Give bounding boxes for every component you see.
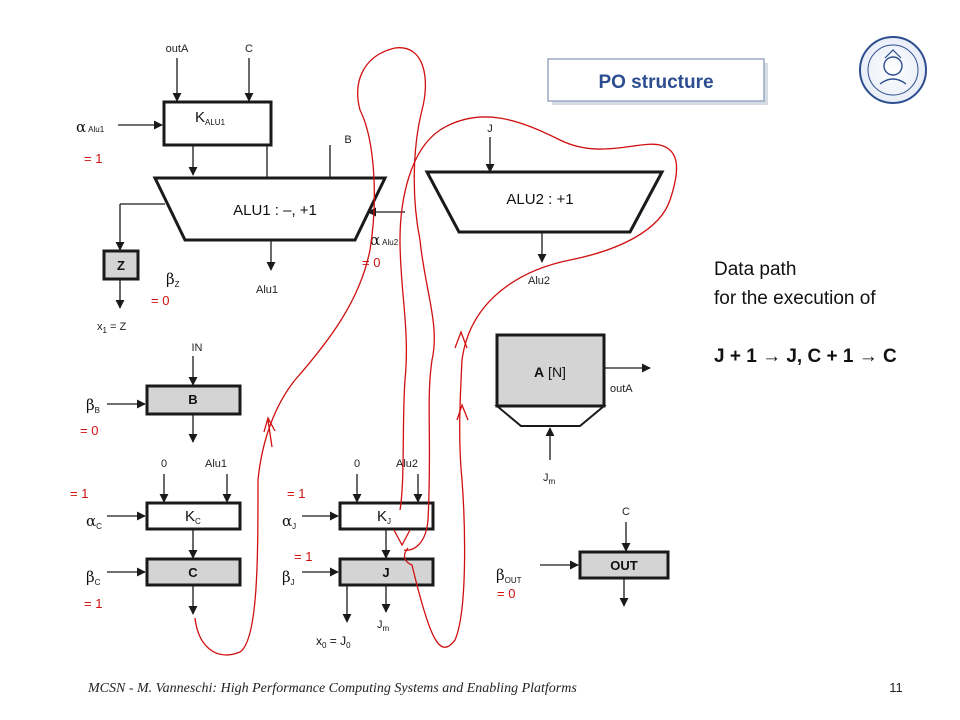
kc-input-0: 0 [161, 458, 167, 470]
z-beta-label: βZ [166, 270, 180, 289]
kj-alpha-label: αJ [282, 512, 296, 531]
kj-selector: 0 Alu2 KJ = 1 αJ [282, 458, 435, 559]
z-output-label: x1 = Z [97, 321, 126, 335]
b-register-name: B [188, 392, 197, 407]
j-register-name: J [382, 565, 389, 580]
c-beta-value: = 1 [84, 596, 102, 611]
z-beta-value: = 0 [151, 293, 169, 308]
kalu1-input-outa: outA [166, 43, 189, 55]
c-beta-label: βC [86, 568, 101, 587]
kj-input-0: 0 [354, 458, 360, 470]
alu2-input-j: J [487, 123, 493, 135]
side-line-2: for the execution of [714, 288, 876, 309]
z-register-name: Z [117, 258, 125, 273]
kalu1-alpha-value: = 1 [84, 151, 102, 166]
out-beta-label: βOUT [496, 566, 522, 585]
z-register: Z βZ = 0 x1 = Z [97, 249, 180, 335]
b-beta-label: βB [86, 396, 100, 415]
out-beta-value: = 0 [497, 586, 515, 601]
footer-text: MCSN - M. Vanneschi: High Performance Co… [87, 681, 577, 696]
out-input-c: C [622, 506, 630, 518]
b-input-label: IN [192, 342, 203, 354]
b-register: IN B βB = 0 [80, 342, 242, 443]
b-beta-value: = 0 [80, 423, 98, 438]
kalu1-input-c: C [245, 43, 253, 55]
out-register: C OUT βOUT = 0 [496, 506, 670, 607]
highlight-path [194, 47, 678, 656]
j-beta-value: = 1 [294, 549, 312, 564]
kj-input-alu2: Alu2 [396, 458, 418, 470]
alu1-input-b: B [344, 134, 351, 146]
j-register: J = 1 βJ Jm x0 = J0 [282, 549, 435, 650]
alu2-output-label: Alu2 [528, 275, 550, 287]
slide-title: PO structure [598, 72, 713, 93]
memory-a: A [N] outA Jm [494, 333, 651, 486]
j-beta-label: βJ [282, 568, 295, 587]
c-register-name: C [188, 565, 198, 580]
page-number: 11 [889, 680, 903, 695]
j-output-label: Jm [377, 619, 390, 633]
alu2-unit: J ALU2 : +1 Alu2 [424, 123, 665, 287]
svg-text:KC: KC [185, 508, 201, 526]
c-register: C βC = 1 [84, 557, 242, 615]
kc-selector: 0 Alu1 KC = 1 αC [70, 458, 242, 559]
side-description: Data path for the execution of J + 1 → J… [714, 259, 897, 367]
svg-text:KJ: KJ [377, 508, 391, 526]
memory-a-output: outA [610, 383, 633, 395]
alu2-label: ALU2 : +1 [506, 191, 573, 208]
kc-alpha-label: αC [86, 512, 102, 531]
kj-alpha-value: = 1 [287, 486, 305, 501]
side-line-1: Data path [714, 259, 796, 280]
memory-a-address: Jm [543, 472, 556, 486]
kc-alpha-value: = 1 [70, 486, 88, 501]
kc-input-alu1: Alu1 [205, 458, 227, 470]
side-line-3: J + 1 → J, C + 1 → C [714, 346, 897, 367]
svg-text:KALU1: KALU1 [195, 109, 226, 127]
title-box: PO structure [547, 58, 768, 105]
j-x0-label: x0 = J0 [316, 634, 351, 650]
alu1-label: ALU1 : –, +1 [233, 202, 317, 219]
alu1-alpha-value: = 0 [362, 255, 380, 270]
alu1-output-label: Alu1 [256, 284, 278, 296]
out-register-name: OUT [610, 558, 638, 573]
university-seal-logo [859, 36, 927, 104]
memory-a-name: A [N] [534, 364, 566, 380]
